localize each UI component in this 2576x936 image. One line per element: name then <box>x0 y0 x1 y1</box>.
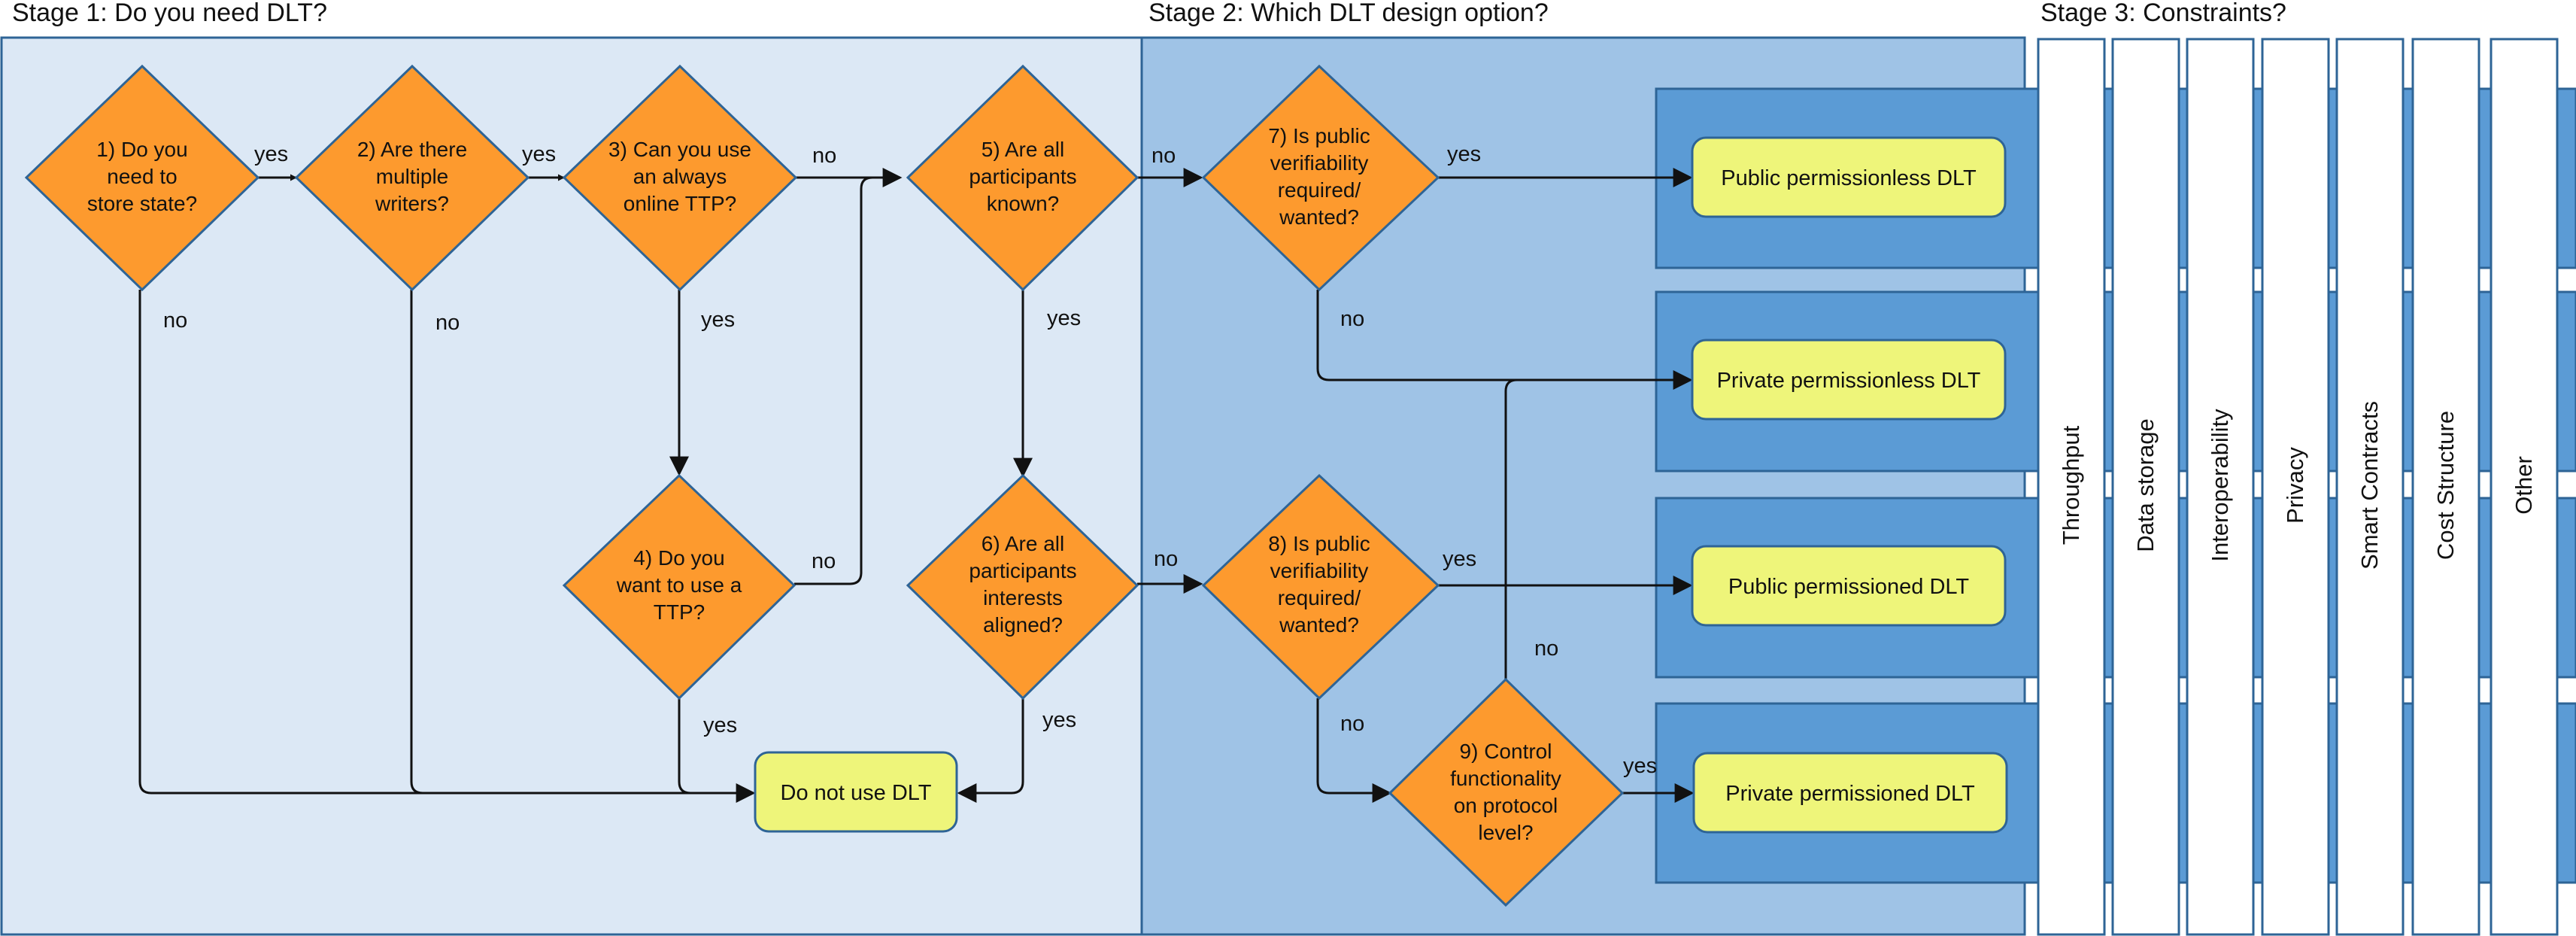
constraint-column-3: Interoperability <box>2186 38 2255 936</box>
constraint-smart-contracts: Smart Contracts <box>2356 401 2383 570</box>
decision-8: 8) Is public verifiability required/ wan… <box>1201 473 1440 700</box>
decision-5-line-3: known? <box>987 192 1060 215</box>
decision-9-line-3: on protocol <box>1454 794 1558 817</box>
outcome-public-permissioned: Public permissioned DLT <box>1691 545 2007 627</box>
decision-2-line-1: 2) Are there <box>357 138 467 161</box>
decision-6: 6) Are all participants interests aligne… <box>906 473 1139 700</box>
constraint-column-6: Cost Structure <box>2411 38 2480 936</box>
outcome-private-permissioned-label: Private permissioned DLT <box>1725 782 1975 806</box>
decision-1-line-1: 1) Do you <box>96 138 187 161</box>
decision-8-line-3: required/ <box>1278 586 1361 609</box>
decision-3: 3) Can you use an always online TTP? <box>562 64 798 292</box>
label-d5-no: no <box>1151 144 1176 168</box>
edge-d1-no-dlt <box>138 290 756 803</box>
constraint-column-5: Smart Contracts <box>2335 38 2405 936</box>
decision-1-line-2: need to <box>107 165 177 188</box>
label-d4-yes: yes <box>703 713 737 737</box>
decision-7: 7) Is public verifiability required/ wan… <box>1201 64 1440 292</box>
label-d2-no: no <box>435 311 460 335</box>
decision-5-line-2: participants <box>969 165 1076 188</box>
constraint-data-storage: Data storage <box>2132 418 2159 552</box>
label-d8-no: no <box>1340 712 1364 736</box>
outcome-private-permissionless: Private permissionless DLT <box>1691 339 2007 421</box>
decision-8-line-2: verifiability <box>1270 559 1369 582</box>
label-d1-no: no <box>163 308 187 333</box>
constraint-column-4: Privacy <box>2261 38 2330 936</box>
edge-d4-no-dlt <box>678 698 691 795</box>
edge-d6-no-dlt <box>957 698 1024 803</box>
decision-6-line-4: aligned? <box>983 613 1063 637</box>
label-d5-yes: yes <box>1047 306 1081 330</box>
outcome-do-not-use-dlt: Do not use DLT <box>754 751 958 833</box>
stage1-title: Stage 1: Do you need DLT? <box>12 0 327 27</box>
label-d4-no: no <box>812 549 836 573</box>
constraint-interoperability: Interoperability <box>2207 409 2233 562</box>
edge-labels: yes yes no no no yes yes no yes yes no n… <box>163 142 1657 778</box>
label-d1-yes: yes <box>254 142 288 166</box>
decision-3-line-3: online TTP? <box>624 192 736 215</box>
decision-9-line-1: 9) Control <box>1460 740 1552 763</box>
decision-4-line-2: want to use a <box>616 573 742 597</box>
decision-8-line-1: 8) Is public <box>1268 532 1370 555</box>
decision-2: 2) Are there multiple writers? <box>294 64 530 292</box>
decision-3-line-2: an always <box>633 165 727 188</box>
decision-1: 1) Do you need to store state? <box>24 64 260 292</box>
decision-7-line-4: wanted? <box>1279 205 1359 229</box>
stage3-title: Stage 3: Constraints? <box>2040 0 2286 27</box>
label-d3-no: no <box>812 144 836 168</box>
constraint-column-7: Other <box>2490 38 2559 936</box>
decision-2-line-3: writers? <box>375 192 449 215</box>
label-d3-yes: yes <box>701 308 735 332</box>
outcome-do-not-use-dlt-label: Do not use DLT <box>781 781 932 805</box>
stage2-title: Stage 2: Which DLT design option? <box>1148 0 1549 27</box>
outcome-private-permissioned: Private permissioned DLT <box>1692 752 2008 834</box>
label-d7-yes: yes <box>1447 142 1481 166</box>
decision-5-line-1: 5) Are all <box>982 138 1065 161</box>
decision-9: 9) Control functionality on protocol lev… <box>1388 677 1625 907</box>
label-d6-no: no <box>1154 547 1178 571</box>
decision-7-line-3: required/ <box>1278 178 1361 202</box>
constraint-throughput: Throughput <box>2058 425 2084 545</box>
constraint-cost-structure: Cost Structure <box>2432 411 2459 560</box>
constraint-privacy: Privacy <box>2282 447 2308 524</box>
decision-9-line-2: functionality <box>1450 767 1561 790</box>
edge-d8-d9 <box>1316 698 1392 803</box>
constraint-column-1: Throughput <box>2037 38 2106 936</box>
edge-d4-d5 <box>794 176 873 585</box>
connectors <box>138 168 1695 803</box>
decision-7-line-2: verifiability <box>1270 151 1369 175</box>
outcome-private-permissionless-label: Private permissionless DLT <box>1717 369 1981 393</box>
label-d7-no: no <box>1340 307 1364 331</box>
constraint-column-2: Data storage <box>2111 38 2180 936</box>
decision-8-line-4: wanted? <box>1279 613 1359 637</box>
label-d9-no: no <box>1534 637 1558 661</box>
outcome-public-permissionless-label: Public permissionless DLT <box>1721 166 1977 190</box>
edge-d7-private-permissionless <box>1316 290 1693 390</box>
decision-6-line-1: 6) Are all <box>982 532 1065 555</box>
decision-4-line-3: TTP? <box>654 600 705 624</box>
decision-4-line-1: 4) Do you <box>633 546 724 570</box>
label-d2-yes: yes <box>522 142 556 166</box>
label-d6-yes: yes <box>1042 708 1076 732</box>
edge-d9-private-permissionless <box>1504 378 1518 679</box>
decision-9-line-4: level? <box>1478 821 1533 844</box>
decision-6-line-2: participants <box>969 559 1076 582</box>
outcome-public-permissionless: Public permissionless DLT <box>1691 136 2007 218</box>
edge-d2-no-dlt <box>410 290 423 795</box>
constraint-other: Other <box>2511 456 2537 515</box>
decision-6-line-3: interests <box>983 586 1063 609</box>
label-d8-yes: yes <box>1443 547 1476 571</box>
decision-5: 5) Are all participants known? <box>906 64 1139 292</box>
decision-3-line-1: 3) Can you use <box>608 138 751 161</box>
decision-2-line-2: multiple <box>376 165 448 188</box>
label-d9-yes: yes <box>1623 754 1657 778</box>
outcome-public-permissioned-label: Public permissioned DLT <box>1728 575 1969 599</box>
decision-4: 4) Do you want to use a TTP? <box>562 473 796 700</box>
decision-1-line-3: store state? <box>87 192 197 215</box>
decision-7-line-1: 7) Is public <box>1268 124 1370 147</box>
